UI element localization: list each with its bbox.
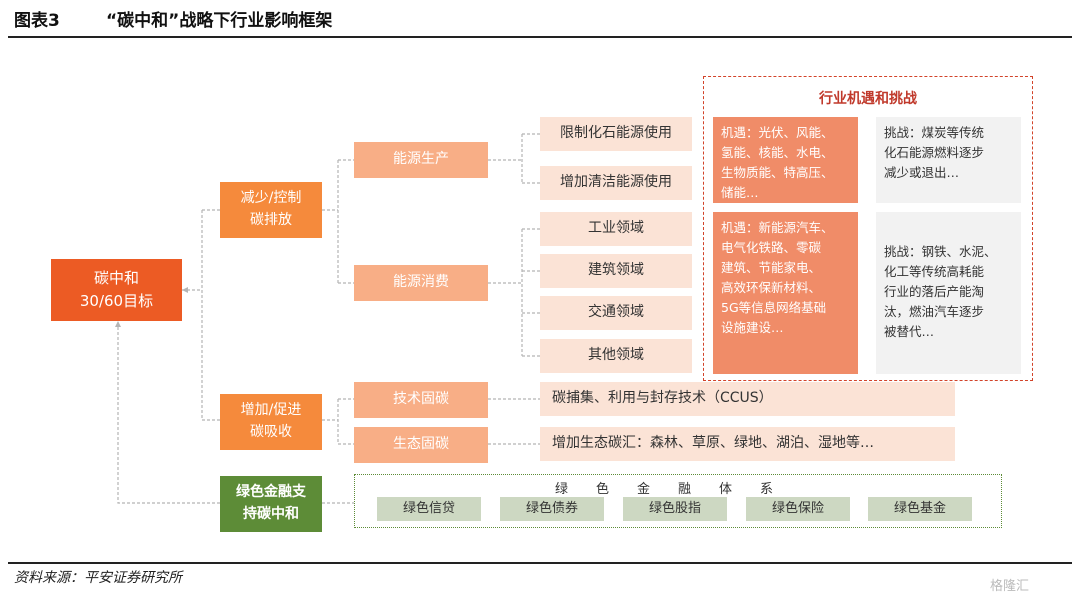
green-line1: 绿色金融支 [236, 484, 306, 501]
chal2-line: 被替代… [884, 324, 935, 339]
chal2-line: 挑战：钢铁、水泥、 [884, 244, 997, 259]
chal1-line: 挑战：煤炭等传统 [884, 125, 985, 140]
opp2-line: 高效环保新材料、 [721, 280, 822, 295]
opp2-line: 机遇：新能源汽车、 [721, 220, 834, 235]
green-line2: 持碳中和 [243, 506, 299, 522]
root-carbon-neutral-box: 碳中和 30/60目标 [51, 259, 182, 321]
challenge-box-2: 挑战：钢铁、水泥、 化工等传统高耗能 行业的落后产能淘 汰，燃油汽车逐步 被替代… [876, 212, 1021, 374]
green-insurance: 绿色保险 [746, 497, 850, 521]
chal1-line: 化石能源燃料逐步 [884, 145, 985, 160]
figure-title: 图表3 “碳中和”战略下行业影响框架 [14, 6, 332, 31]
opp1-line: 机遇：光伏、风能、 [721, 125, 834, 140]
opportunity-box-1: 机遇：光伏、风能、 氢能、核能、水电、 生物质能、特高压、 储能… [713, 117, 858, 203]
opp2-line: 设施建设… [721, 320, 784, 335]
watermark: 格隆汇 [990, 579, 1030, 594]
top-rule [8, 36, 1072, 38]
leaf-building: 建筑领域 [540, 254, 692, 288]
leaf-transport: 交通领域 [540, 296, 692, 330]
opp2-line: 5G等信息网络基础 [721, 300, 827, 315]
increase-line1: 增加/促进 [240, 402, 302, 419]
opportunities-challenges-panel [703, 76, 1033, 381]
green-stock-index: 绿色股指 [623, 497, 727, 521]
green-finance-system-panel [354, 474, 1002, 528]
leaf-eco-sink-detail: 增加生态碳汇：森林、草原、绿地、湖泊、湿地等… [540, 427, 955, 461]
root-line2: 30/60目标 [79, 292, 154, 310]
reduce-line1: 减少/控制 [240, 190, 302, 207]
energy-production-box: 能源生产 [354, 142, 488, 178]
green-finance-title: 绿色金融体系 [554, 482, 801, 497]
leaf-other: 其他领域 [540, 339, 692, 373]
chal2-line: 行业的落后产能淘 [884, 284, 985, 299]
opp1-line: 储能… [721, 185, 759, 200]
opp2-line: 建筑、节能家电、 [721, 260, 822, 275]
figure-caption: “碳中和”战略下行业影响框架 [106, 11, 333, 31]
leaf-ccus: 碳捕集、利用与封存技术（CCUS） [540, 382, 955, 416]
challenge-box-1: 挑战：煤炭等传统 化石能源燃料逐步 减少或退出… [876, 117, 1021, 203]
root-line1: 碳中和 [93, 268, 139, 287]
leaf-increase-clean: 增加清洁能源使用 [540, 166, 692, 200]
opportunity-box-2: 机遇：新能源汽车、 电气化铁路、零碳 建筑、节能家电、 高效环保新材料、 5G等… [713, 212, 858, 374]
green-credit: 绿色信贷 [377, 497, 481, 521]
reduce-emissions-box: 减少/控制碳排放 [220, 182, 322, 238]
leaf-limit-fossil: 限制化石能源使用 [540, 117, 692, 151]
green-bonds: 绿色债券 [500, 497, 604, 521]
eco-carbon-sink-box: 生态固碳 [354, 427, 488, 463]
leaf-industry: 工业领域 [540, 212, 692, 246]
chal2-line: 化工等传统高耗能 [884, 264, 985, 279]
source-note: 资料来源：平安证券研究所 [14, 570, 182, 586]
opp1-line: 氢能、核能、水电、 [721, 145, 834, 160]
increase-line2: 碳吸收 [250, 424, 292, 440]
chal1-line: 减少或退出… [884, 165, 960, 180]
green-finance-support-box: 绿色金融支持碳中和 [220, 476, 322, 532]
opportunities-title: 行业机遇和挑战 [819, 91, 917, 107]
tech-carbon-sink-box: 技术固碳 [354, 382, 488, 418]
opp2-line: 电气化铁路、零碳 [721, 240, 822, 255]
energy-consumption-box: 能源消费 [354, 265, 488, 301]
opp1-line: 生物质能、特高压、 [721, 165, 834, 180]
bottom-rule [8, 562, 1072, 564]
reduce-line2: 碳排放 [250, 212, 292, 228]
green-fund: 绿色基金 [868, 497, 972, 521]
figure-number: 图表3 [14, 11, 60, 31]
increase-absorption-box: 增加/促进碳吸收 [220, 394, 322, 450]
chal2-line: 汰，燃油汽车逐步 [884, 304, 985, 319]
